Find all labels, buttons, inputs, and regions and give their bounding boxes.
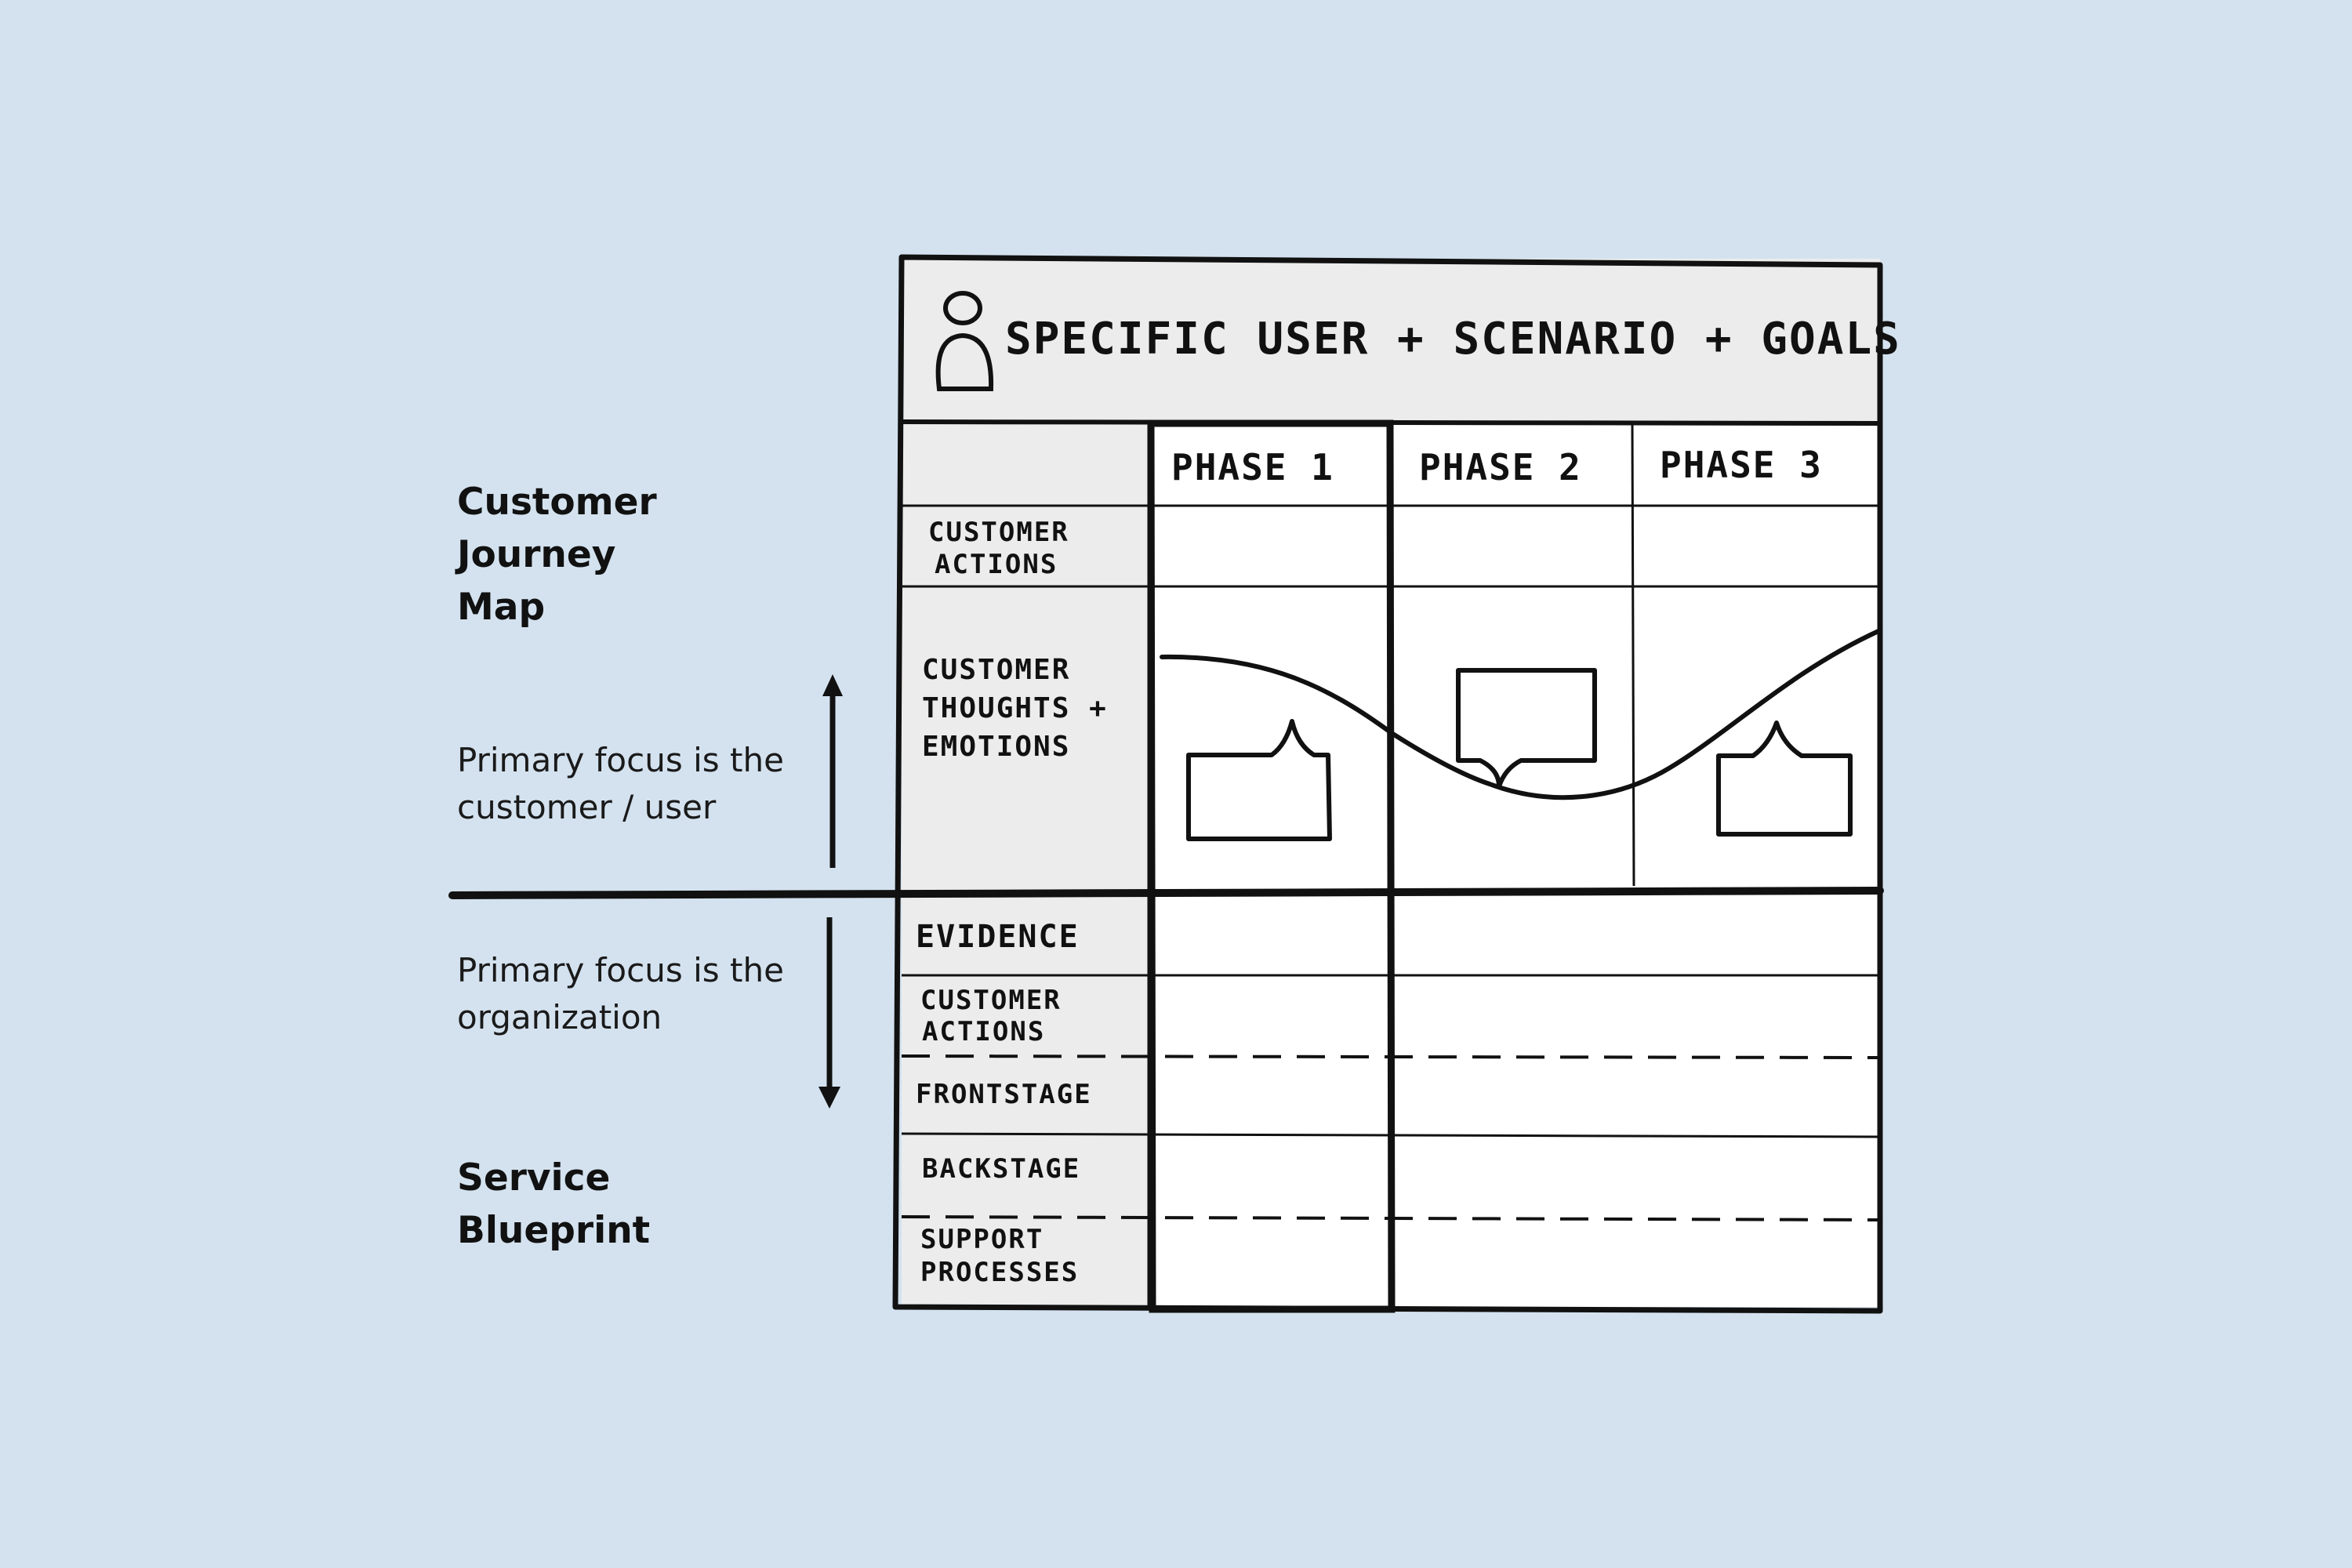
row-label: CUSTOMER — [928, 517, 1069, 548]
title-line: Journey — [457, 533, 616, 576]
header-background — [902, 259, 1880, 422]
person-icon — [935, 291, 994, 391]
note-line: Primary focus is the — [457, 741, 784, 779]
row-label: PROCESSES — [920, 1257, 1079, 1288]
phase-1-highlight — [1147, 419, 1396, 1313]
row-label: EVIDENCE — [916, 919, 1080, 955]
row-label: CUSTOMER — [920, 985, 1062, 1016]
row-label: EMOTIONS — [922, 731, 1070, 763]
note-line: Primary focus is the — [457, 951, 784, 989]
phase-label: PHASE 3 — [1660, 444, 1823, 486]
emotion-curve — [1160, 629, 1881, 800]
row-label: BACKSTAGE — [922, 1153, 1080, 1185]
up-arrow-icon — [822, 674, 843, 868]
journey-blueprint-divider — [448, 887, 1884, 899]
service-blueprint-title: Service Blueprint — [457, 1152, 708, 1257]
row-label: ACTIONS — [935, 549, 1058, 580]
down-arrow-icon — [818, 917, 840, 1109]
row-label: FRONTSTAGE — [916, 1079, 1092, 1110]
phase-label: PHASE 1 — [1171, 446, 1334, 488]
title-line: Service — [457, 1156, 611, 1200]
label-column-upper-background — [902, 422, 1149, 891]
row-label: THOUGHTS + — [922, 692, 1108, 724]
speech-bubble-icon — [1186, 719, 1332, 841]
row-label: SUPPORT — [920, 1224, 1044, 1255]
organization-focus-note: Primary focus is the organization — [457, 947, 802, 1041]
row-label: ACTIONS — [922, 1016, 1045, 1047]
customer-journey-map-title: Customer Journey Map — [457, 476, 708, 633]
speech-bubble-icon — [1716, 720, 1853, 837]
speech-bubble-icon — [1456, 668, 1597, 789]
row-label: CUSTOMER — [922, 654, 1070, 686]
title-line: Customer — [457, 481, 657, 524]
phase-area-lower — [1149, 894, 1878, 1307]
phase-label: PHASE 2 — [1419, 446, 1582, 488]
note-line: organization — [457, 998, 662, 1036]
outer-frame — [892, 254, 1883, 1314]
label-column-lower-background — [902, 894, 1149, 1307]
title-line: Blueprint — [457, 1209, 651, 1252]
note-line: customer / user — [457, 788, 717, 826]
column-line — [1631, 423, 1635, 887]
title-line: Map — [457, 586, 546, 629]
header-text: SPECIFIC USER + SCENARIO + GOALS — [1005, 314, 1901, 365]
journey-focus-note: Primary focus is the customer / user — [457, 737, 802, 831]
